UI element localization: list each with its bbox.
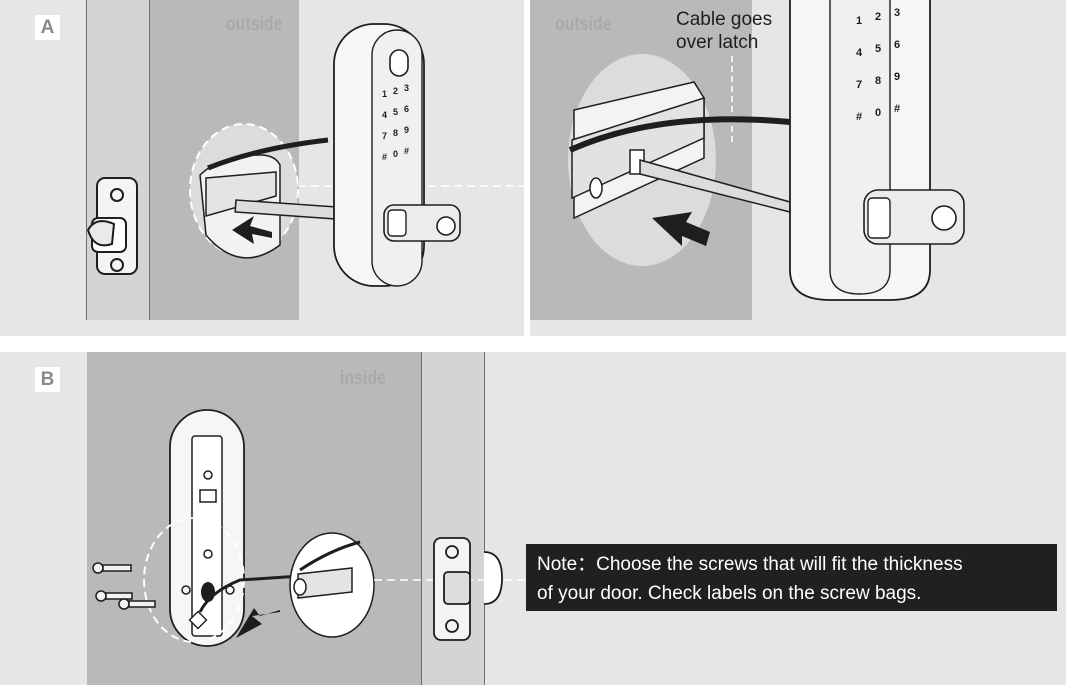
note-line2: of your door. Check labels on the screw … (537, 583, 922, 604)
door-face-inside (87, 352, 421, 685)
keypad-key: 9 (404, 125, 409, 135)
keypad-key: 6 (894, 39, 900, 51)
keypad-key: 8 (393, 128, 398, 138)
keypad-key: 8 (875, 75, 881, 87)
outside-label-zoomed: outside (555, 14, 612, 35)
keypad-key: 1 (856, 15, 862, 27)
keypad-key: 5 (875, 43, 881, 55)
door-edge-line (149, 0, 150, 320)
strike-plate-illustration (86, 177, 138, 275)
note-line1: Note：Choose the screws that will fit the… (537, 554, 963, 575)
keypad-key: # (894, 103, 900, 115)
door-frame-line (86, 0, 87, 320)
lock-illustration-b (92, 409, 526, 647)
keypad-key: 5 (393, 107, 398, 117)
outside-label: outside (226, 14, 283, 35)
door-edge-line-b (421, 352, 422, 685)
keypad-key: # (856, 111, 862, 123)
keypad-key: 7 (382, 131, 387, 141)
step-a-badge: A (35, 15, 60, 40)
cable-callout-line1: Cable goes (676, 9, 773, 30)
door-frame-line-b (484, 352, 485, 685)
step-b-panel: B inside (0, 352, 1066, 685)
latch-plate-illustration (433, 537, 503, 641)
keypad-key: 2 (875, 11, 881, 23)
screws-illustration (92, 562, 156, 610)
keypad-key: 2 (393, 86, 398, 96)
keypad-key: 0 (875, 107, 881, 119)
keypad-key: 0 (393, 149, 398, 159)
keypad-key: 1 (382, 89, 387, 99)
keypad-key: 9 (894, 71, 900, 83)
mounting-plate-illustration (143, 409, 361, 647)
screw-note-box: Note：Choose the screws that will fit the… (526, 544, 1057, 611)
keypad-key: # (382, 152, 387, 162)
latch-closeup-zoomed (568, 54, 791, 266)
cable-callout-line2: over latch (676, 32, 759, 53)
keypad-key: 6 (404, 104, 409, 114)
keypad-key: 3 (404, 83, 409, 93)
latch-closeup-inside (289, 532, 375, 638)
step-b-badge: B (35, 367, 60, 392)
cable-callout: Cable goes over latch (676, 8, 772, 54)
keypad-key: 3 (894, 7, 900, 19)
keypad-lock-body-zoomed (789, 0, 965, 301)
latch-closeup-circle (189, 123, 337, 259)
keypad-key: # (404, 146, 409, 156)
keypad-lock-body (333, 23, 461, 287)
keypad-key: 4 (856, 47, 863, 59)
keypad-key: 7 (856, 79, 862, 91)
keypad-key: 4 (382, 110, 387, 120)
inside-label: inside (340, 368, 387, 389)
